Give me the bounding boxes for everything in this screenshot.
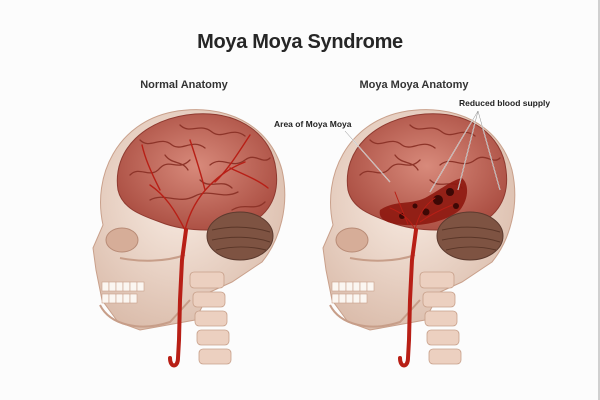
normal-head	[93, 110, 285, 366]
cerebellum-right	[437, 212, 503, 260]
eye-socket-left	[106, 228, 138, 252]
eye-socket-right	[336, 228, 368, 252]
spine-left	[190, 272, 231, 364]
area-of-moya-moya-callout: Area of Moya Moya	[274, 119, 351, 129]
cerebellum-left	[207, 212, 273, 260]
spine-right	[420, 272, 461, 364]
reduced-blood-supply-callout: Reduced blood supply	[459, 98, 550, 108]
moya-head	[323, 110, 515, 366]
